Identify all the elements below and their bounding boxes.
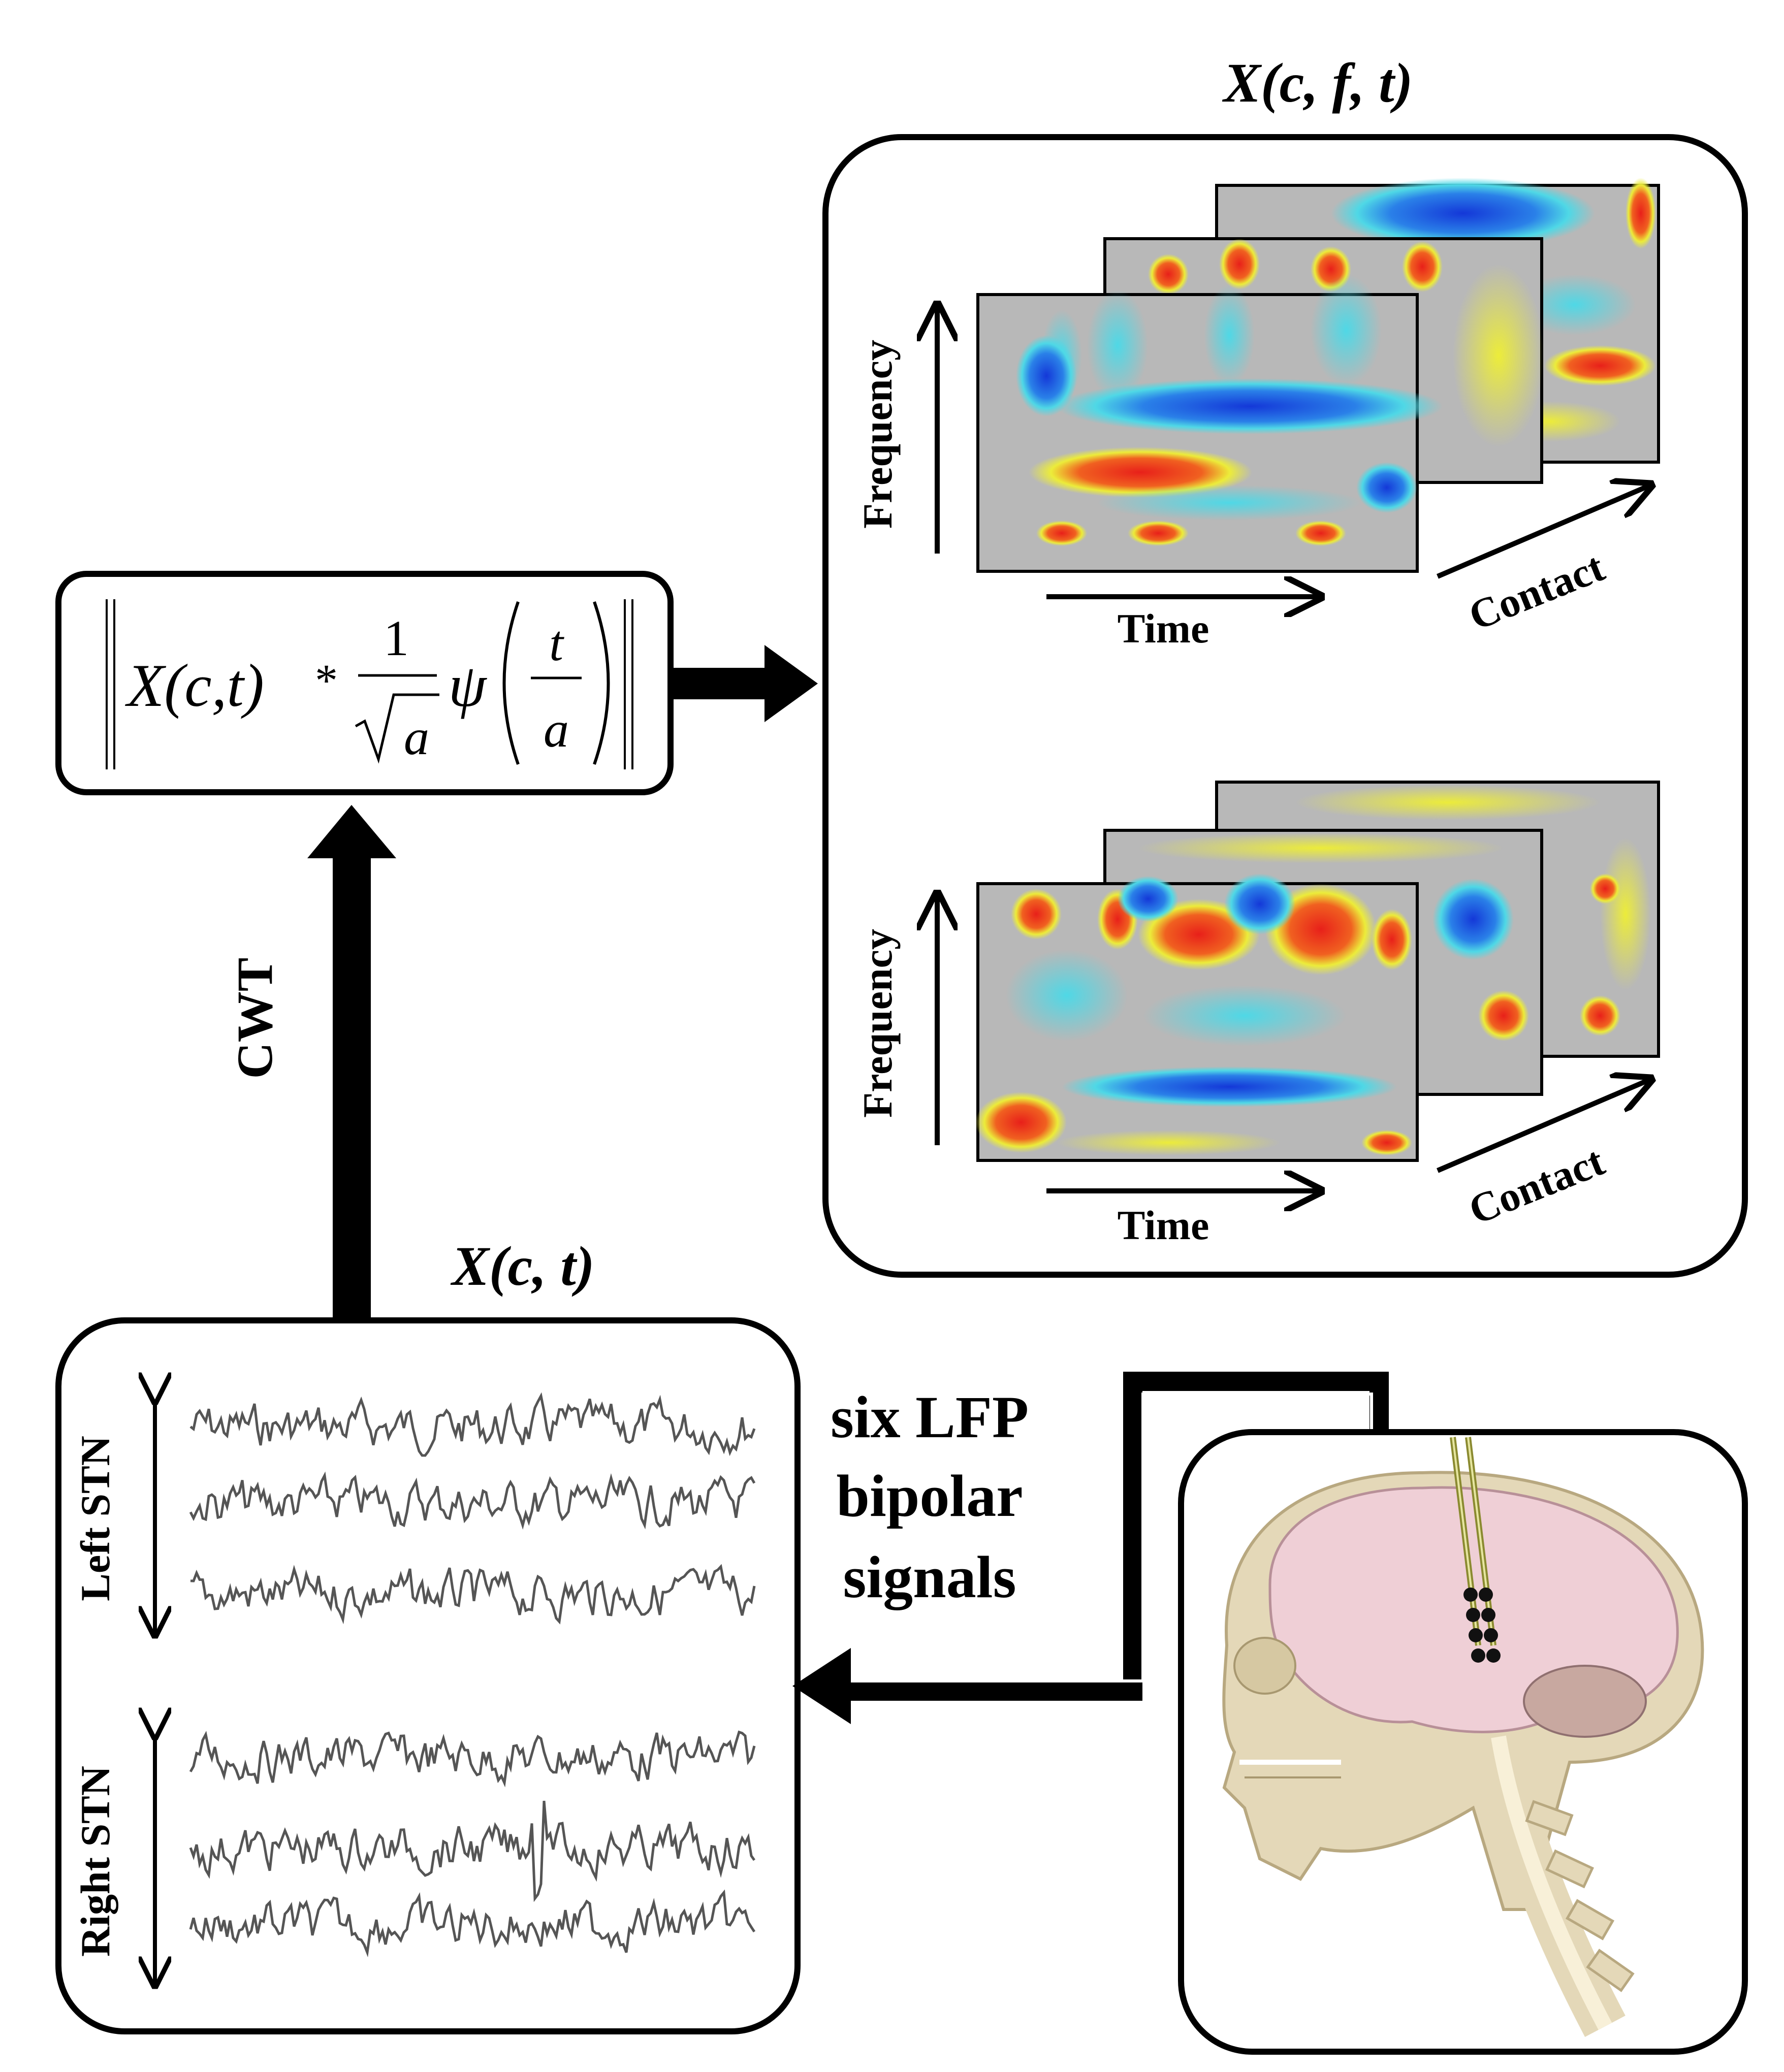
arrow-formula-to-tf xyxy=(671,645,818,722)
formula-numerator-one: 1 xyxy=(384,610,409,666)
lfp-traces xyxy=(189,1392,756,1958)
lfp-trace xyxy=(189,1889,756,1958)
connector-label-line-3: signals xyxy=(843,1544,1016,1610)
lfp-trace xyxy=(189,1392,756,1457)
lfp-trace xyxy=(189,1800,756,1902)
formula-a: a xyxy=(544,701,569,758)
left-stn-label: Left STN xyxy=(72,1436,118,1601)
formula-signal: X(c,t) xyxy=(125,652,264,719)
cwt-formula-box: X(c,t) * 1 a ψ t a xyxy=(55,571,674,795)
right-stn-label: Right STN xyxy=(72,1766,118,1957)
signal-panel-title: X(c, t) xyxy=(450,1235,594,1297)
brain-panel xyxy=(1178,1429,1748,2055)
contact-arrow xyxy=(1437,485,1651,579)
lfp-trace xyxy=(189,1730,756,1788)
formula-psi: ψ xyxy=(449,652,488,719)
signal-panel: X(c, t) Left STN Right STN xyxy=(55,1235,801,2034)
connector-label-line-2: bipolar xyxy=(836,1463,1023,1529)
lfp-trace xyxy=(189,1471,756,1530)
formula-star: * xyxy=(315,656,338,706)
frequency-label: Frequency xyxy=(854,340,901,529)
cwt-label: CWT xyxy=(227,958,283,1079)
sqrt-sign xyxy=(355,693,439,764)
spectrogram-front xyxy=(976,274,1443,573)
lfp-trace xyxy=(190,1564,756,1625)
lower-spectrogram-stack: Frequency Time Contact xyxy=(854,781,1659,1248)
tf-panel: X(c, f, t) xyxy=(822,52,1748,1278)
skull-brain-illustration xyxy=(1222,1437,1704,2037)
connector-label-line-1: six LFP xyxy=(831,1384,1029,1450)
formula-t: t xyxy=(549,615,564,671)
contact-arrow xyxy=(1437,1079,1651,1173)
arrow-cwt: CWT xyxy=(227,805,396,1336)
connector-brain-to-signals xyxy=(792,1372,1389,1724)
time-label: Time xyxy=(1118,1202,1209,1248)
spectrogram-front xyxy=(975,873,1419,1162)
time-label: Time xyxy=(1118,605,1209,652)
upper-spectrogram-stack: Frequency Time Contact xyxy=(854,178,1659,652)
frequency-label: Frequency xyxy=(854,929,901,1118)
formula-sqrt-var: a xyxy=(404,709,429,765)
tf-panel-title: X(c, f, t) xyxy=(1222,52,1413,114)
connector-label: six LFP bipolar signals xyxy=(831,1384,1029,1610)
